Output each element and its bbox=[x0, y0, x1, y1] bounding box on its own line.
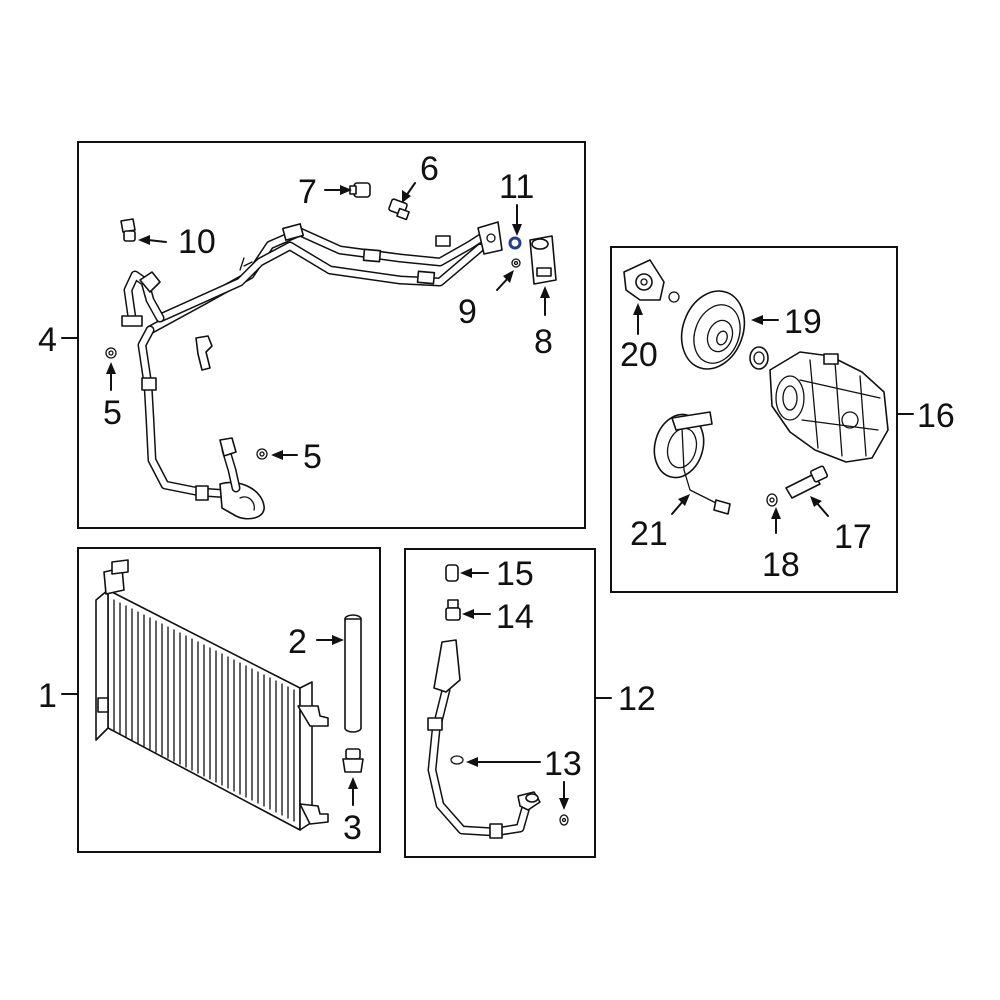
callout-8: 10 bbox=[178, 223, 216, 261]
part-9-expansion-valve bbox=[529, 235, 557, 285]
callout-7: 7 bbox=[298, 173, 317, 211]
panel-compressor: 19 20 16 21 17 18 bbox=[610, 246, 955, 593]
callout-5-top: 5 bbox=[103, 394, 122, 432]
callout-6: 6 bbox=[420, 150, 439, 188]
callout-15: 15 bbox=[496, 555, 534, 593]
callout-17: 17 bbox=[834, 518, 872, 556]
part-19-pulley bbox=[680, 290, 769, 370]
callout-11: 9 bbox=[458, 293, 477, 331]
callout-16: 16 bbox=[917, 397, 955, 435]
suction-line-part bbox=[121, 221, 503, 335]
part-21-clutch-coil bbox=[653, 411, 731, 515]
part-11-oring bbox=[511, 258, 521, 268]
part-13-oring-right bbox=[559, 814, 569, 826]
part-13-oring-left bbox=[450, 755, 464, 765]
panel-hose-assembly: 4 10 7 6 11 9 8 5 5 bbox=[38, 141, 586, 529]
callout-4: 4 bbox=[38, 321, 57, 359]
callout-9: 8 bbox=[534, 323, 553, 361]
part-7-cap bbox=[349, 182, 371, 198]
part-16-compressor bbox=[769, 351, 889, 463]
part-6-valve bbox=[388, 198, 410, 221]
part-17-relief-valve bbox=[785, 465, 829, 499]
callout-19: 19 bbox=[784, 303, 822, 341]
part-20-hub bbox=[623, 259, 680, 303]
part-2-receiver-drier bbox=[344, 614, 362, 733]
callout-21: 21 bbox=[630, 515, 668, 553]
discharge-hose-frame bbox=[404, 548, 596, 858]
callout-12: 12 bbox=[618, 680, 656, 718]
part-5-oring-top bbox=[105, 347, 117, 359]
liquid-line-part bbox=[137, 325, 265, 520]
part-18-oring bbox=[766, 493, 778, 507]
callout-13: 13 bbox=[544, 745, 582, 783]
panel-discharge-hose: 15 14 12 13 bbox=[404, 548, 656, 858]
part-15-cap bbox=[445, 564, 459, 582]
callout-18: 18 bbox=[762, 546, 800, 584]
part-8-pressure-switch bbox=[120, 218, 136, 242]
callout-1: 1 bbox=[38, 677, 57, 715]
condenser-core-part bbox=[95, 559, 329, 831]
compressor-frame bbox=[610, 246, 898, 593]
condenser-frame bbox=[77, 547, 381, 853]
part-14-valve bbox=[445, 599, 461, 621]
part-3-plug bbox=[342, 748, 364, 773]
callout-3: 3 bbox=[343, 809, 362, 847]
part-10-oring bbox=[508, 236, 522, 250]
callout-14: 14 bbox=[496, 598, 534, 636]
callout-5-bottom: 5 bbox=[303, 438, 322, 476]
hose-assembly-frame bbox=[77, 141, 586, 529]
panel-condenser: 1 2 3 bbox=[38, 547, 381, 853]
callout-20: 20 bbox=[620, 336, 658, 374]
callout-10: 11 bbox=[499, 168, 534, 206]
part-12-hose bbox=[427, 639, 541, 839]
callout-2: 2 bbox=[288, 623, 307, 661]
part-5-oring-bottom bbox=[256, 448, 268, 460]
